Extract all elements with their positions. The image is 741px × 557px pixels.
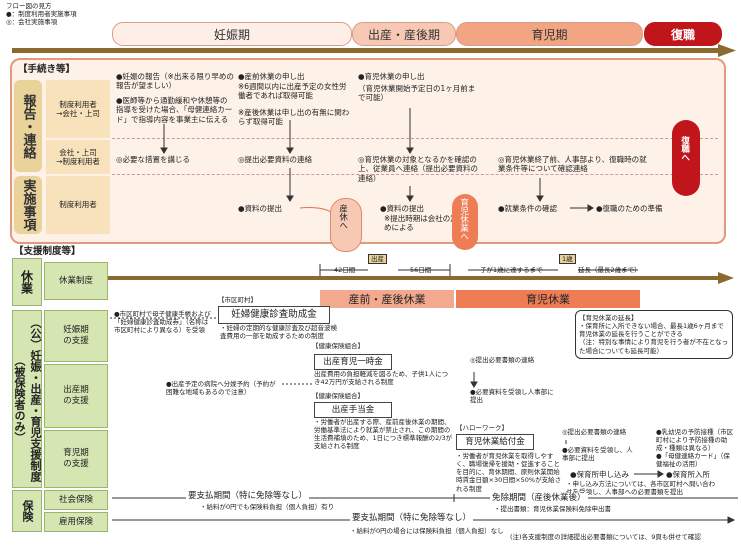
support-group: （公）妊娠・出産・育児支援制度（被保険者のみ） [12, 310, 42, 488]
phase-childcare: 育児期 [456, 22, 643, 46]
daycare-entry: ●保育所入所 [666, 470, 711, 479]
bubble-childcare-shape [452, 194, 478, 250]
row-user-to-company: 制度利用者 →会社・上司 [46, 80, 110, 138]
pay-period-employment-note: ・給料が0円の場合には保険料負担（個人負担）なし [350, 527, 504, 535]
one-year-marker: 1歳 [559, 254, 576, 265]
daycare-apply-note: ・申し込み方法については、各市区町村へ問い合わせを受領し、人事部への必要書類を提… [566, 480, 716, 497]
row-company-to-user: 会社・上司 →制度利用者 [46, 140, 110, 174]
proc-maternity-request: ●産前休業の申し出 [238, 72, 305, 81]
benefit-box: 育児休業給付金 [456, 434, 534, 450]
employment-insurance-label: 雇用保険 [44, 512, 108, 532]
support-submit-2: ●必要資料を受領し、人事部に提出 [562, 446, 633, 463]
days-42: 42日間 [334, 266, 356, 274]
exempt-note: ・提出書類：育児休業保険料免除申出書 [494, 505, 611, 513]
hellowork-tag: 【ハローワーク】 [456, 424, 508, 432]
pay-period-social: 要支払期間（特に免除等なし） [186, 491, 310, 502]
vaccination-note: ●乳幼児の予防接種（市区町村により予防接種の助成・種類は異なる） [656, 428, 734, 453]
birth-support-label: 出産期 の支援 [44, 364, 108, 428]
leave-timeline [108, 264, 734, 284]
pregnancy-note: ●市区町村で母子健康手帳および「妊婦健康診査助成券」（名称は市区町村により異なる… [114, 310, 211, 335]
bubble-maternity-shape [330, 198, 362, 252]
proc-maternity-note2: ※産後休業は申し出の有無に関わらず取得可能 [238, 108, 350, 127]
pay-period-employment: 要支払期間（特に免除等なし） [350, 513, 474, 524]
proc-eligibility-check: ◎育児休業の対象となるかを確認の上、従業員へ連絡（提出必要資料の連絡） [358, 155, 478, 183]
pay-period-social-note: ・給料が0円でも保険料負担（個人負担）有り [200, 503, 335, 511]
phase-pregnancy: 妊娠期 [112, 22, 352, 46]
divider [112, 138, 718, 139]
impl-label: 実施事項 [14, 176, 42, 234]
support-contact-1: ◎提出必要書類の連絡 [470, 356, 535, 364]
extension: 延長（最長2歳まで） [578, 266, 641, 274]
days-56: 56日間 [410, 266, 432, 274]
pregnancy-support-label: 妊娠期 の支援 [44, 310, 108, 362]
benefit-note: ・労働者が育児休業を取得しやすく、職場復帰を援助・促進することを目的に、育休期間… [456, 452, 562, 493]
proc-doctor-guidance: ●医師等から通勤緩和や休憩等の指導を受けた場合、「母健連絡カード」で指導内容を事… [116, 96, 233, 124]
lump-sum-box: 出産育児一時金 [314, 354, 392, 370]
proc-return-check: ◎育児休業終了前、人事部より、復職時の就業条件等について確認連絡 [498, 155, 647, 174]
health-tag-1: 【健康保険組合】 [312, 342, 364, 350]
legend-line-company: ◎：会社実施事項 [6, 18, 58, 27]
phase-return: 復職 [644, 22, 722, 46]
municipal-tag: 【市区町村】 [218, 296, 257, 304]
proc-childcare-request: ●育児休業の申し出 [358, 72, 425, 81]
legend: フロー図の見方 ●：制度利用者実施事項 ◎：会社実施事項 [6, 2, 77, 26]
bar-childcare-leave: 育児休業 [456, 290, 640, 308]
insurance-group: 保険 [12, 490, 42, 532]
social-insurance-label: 社会保険 [44, 490, 108, 510]
birth-marker: 出産 [368, 254, 387, 265]
proc-submit2: ●資料の提出 [380, 204, 425, 213]
bar-maternity-leave: 産前・産後休業 [320, 290, 454, 308]
allowance-note: ・労働者が出産する際、産前産後休業の期間、労働基準法により就業が禁止され、この期… [314, 418, 453, 451]
checkup-box: 妊婦健康診査助成金 [218, 306, 330, 324]
bubble-return-shape [672, 120, 700, 196]
allowance-box: 出産手当金 [314, 402, 392, 418]
divider [112, 174, 718, 175]
timeline-arrow [12, 44, 736, 57]
lump-sum-note: 出産費用の負担軽減を図るため、子供1人につき42万円が支給される制度 [314, 370, 449, 387]
exempt-period: 免除期間（産後休業後） [490, 493, 588, 504]
bubble-return: 復職へ [679, 136, 690, 162]
health-tag-2: 【健康保険組合】 [312, 392, 364, 400]
until-one: 子が1歳に達するまで [480, 266, 543, 274]
legend-title: フロー図の見方 [6, 2, 52, 10]
checkup-note: ・妊婦の定期的な健康診査及び超音波検査費用の一部を助成するための制度 [220, 324, 337, 341]
phase-birth: 出産・産後期 [352, 22, 456, 46]
footnote: (注)各支援制度の詳細提出必要書類については、9頁も併せて確認 [510, 533, 701, 541]
proc-doc-contact1: ◎提出必要資料の連絡 [238, 155, 313, 164]
report-label: 報告・連絡 [14, 80, 42, 172]
leave-group: 休業 [12, 258, 42, 306]
procedures-panel [10, 58, 726, 244]
proc-return-prep: ●復職のための準備 [596, 204, 663, 213]
proc-condition-check: ●就業条件の確認 [498, 204, 558, 213]
childcare-support-label: 育児期 の支援 [44, 430, 108, 488]
support-title: 【支援制度等】 [14, 246, 81, 257]
proc-pregnancy-report: ●妊娠の報告（※出来る限り早めの報告が望ましい） [116, 72, 234, 91]
row-user: 制度利用者 [46, 176, 110, 234]
daycare-apply: ●保育所申し込み [570, 470, 630, 479]
proc-childcare-note: （育児休業開始予定日の1ヶ月前まで可能） [358, 84, 476, 103]
support-contact-2: ◎提出必要書類の連絡 [562, 428, 627, 436]
legend-line-user: ●：制度利用者実施事項 [6, 10, 77, 19]
proc-submit-timing: ※提出時期は会社の定めによる [384, 214, 458, 233]
extension-note: 【育児休業の延長】 ・保育所に入所できない場合、最長1歳6ヶ月まで育児休業の延長… [575, 310, 733, 359]
bubble-maternity: 産休へ [337, 204, 348, 230]
leave-label: 休業制度 [44, 262, 108, 300]
bubble-childcare: 育児休業へ [458, 198, 469, 241]
health-card-note: ●「母健連絡カード」（保健福祉の活用） [656, 452, 730, 469]
proc-company-measures: ◎必要な措置を講じる [116, 155, 191, 164]
birth-note: ●出産予定の病院へ分娩予約（予約が困難な地域もあるので注意） [166, 380, 276, 397]
proc-maternity-note1: ※6週間以内に出産予定の女性労働者であれば取得可能 [238, 82, 347, 101]
support-submit-1: ●必要資料を受領し人事部に提出 [470, 388, 554, 405]
procedures-title: 【手続き等】 [18, 64, 76, 75]
proc-submit1: ●資料の提出 [238, 204, 283, 213]
